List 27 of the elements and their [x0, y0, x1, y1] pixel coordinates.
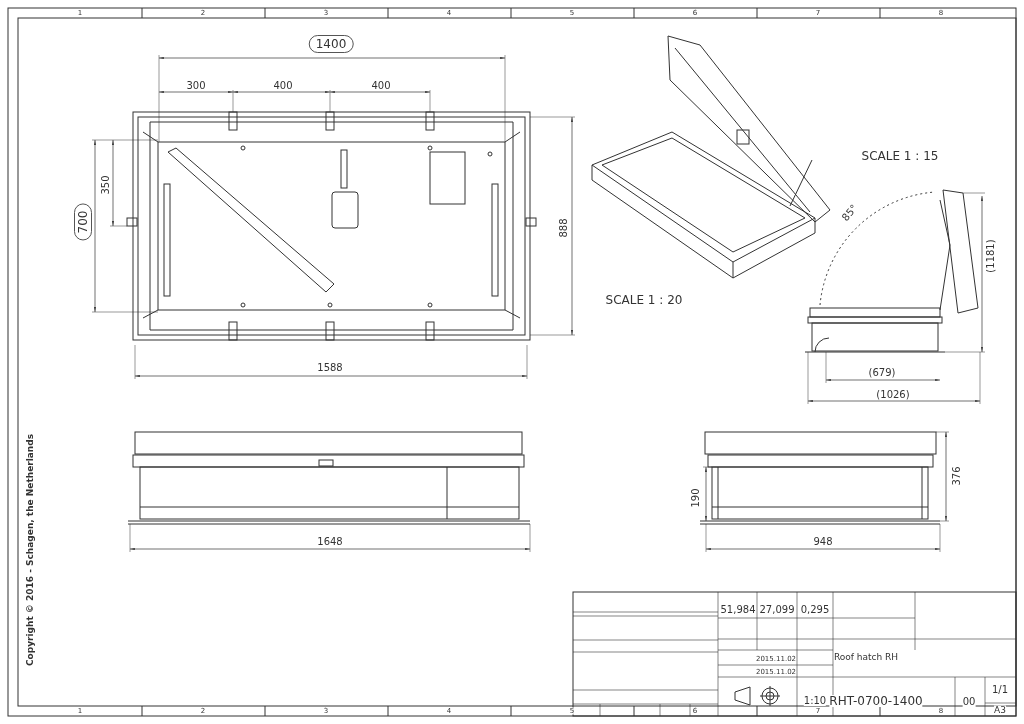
reference-dimension: (1181) [986, 239, 996, 273]
drawing-title: Roof hatch RH [833, 652, 899, 662]
mass-value: 51,984 [720, 605, 756, 615]
basic-dimension: 700 [74, 203, 92, 241]
scale-value: 1:10 [803, 696, 827, 706]
drawing-number: RHT-0700-1400 [829, 695, 923, 707]
sheet-size: A3 [994, 705, 1006, 715]
dimension-value: 300 [186, 81, 206, 91]
revision-value: 00 [962, 697, 976, 707]
scale-note: SCALE 1 : 15 [861, 150, 939, 162]
reference-dimension: (679) [868, 368, 896, 378]
volume-value: 0,295 [800, 605, 830, 615]
dimension-value: 1588 [317, 363, 343, 373]
copyright-notice: Copyright © 2016 - Schagen, the Netherlands [25, 433, 35, 667]
dimension-value: 350 [101, 175, 111, 195]
dimension-value: 190 [691, 488, 701, 508]
dimension-value: 376 [952, 466, 962, 486]
dimension-value: 400 [371, 81, 391, 91]
scale-note: SCALE 1 : 20 [605, 294, 683, 306]
area-value: 27,099 [759, 605, 795, 615]
dimension-value: 948 [813, 537, 833, 547]
dimension-value: 1648 [317, 537, 343, 547]
basic-dimension: 1400 [308, 35, 354, 53]
sheet-number: 1/1 [991, 685, 1009, 695]
reference-dimension: (1026) [876, 390, 910, 400]
dimension-value: 400 [273, 81, 293, 91]
dimension-value: 888 [559, 218, 569, 238]
